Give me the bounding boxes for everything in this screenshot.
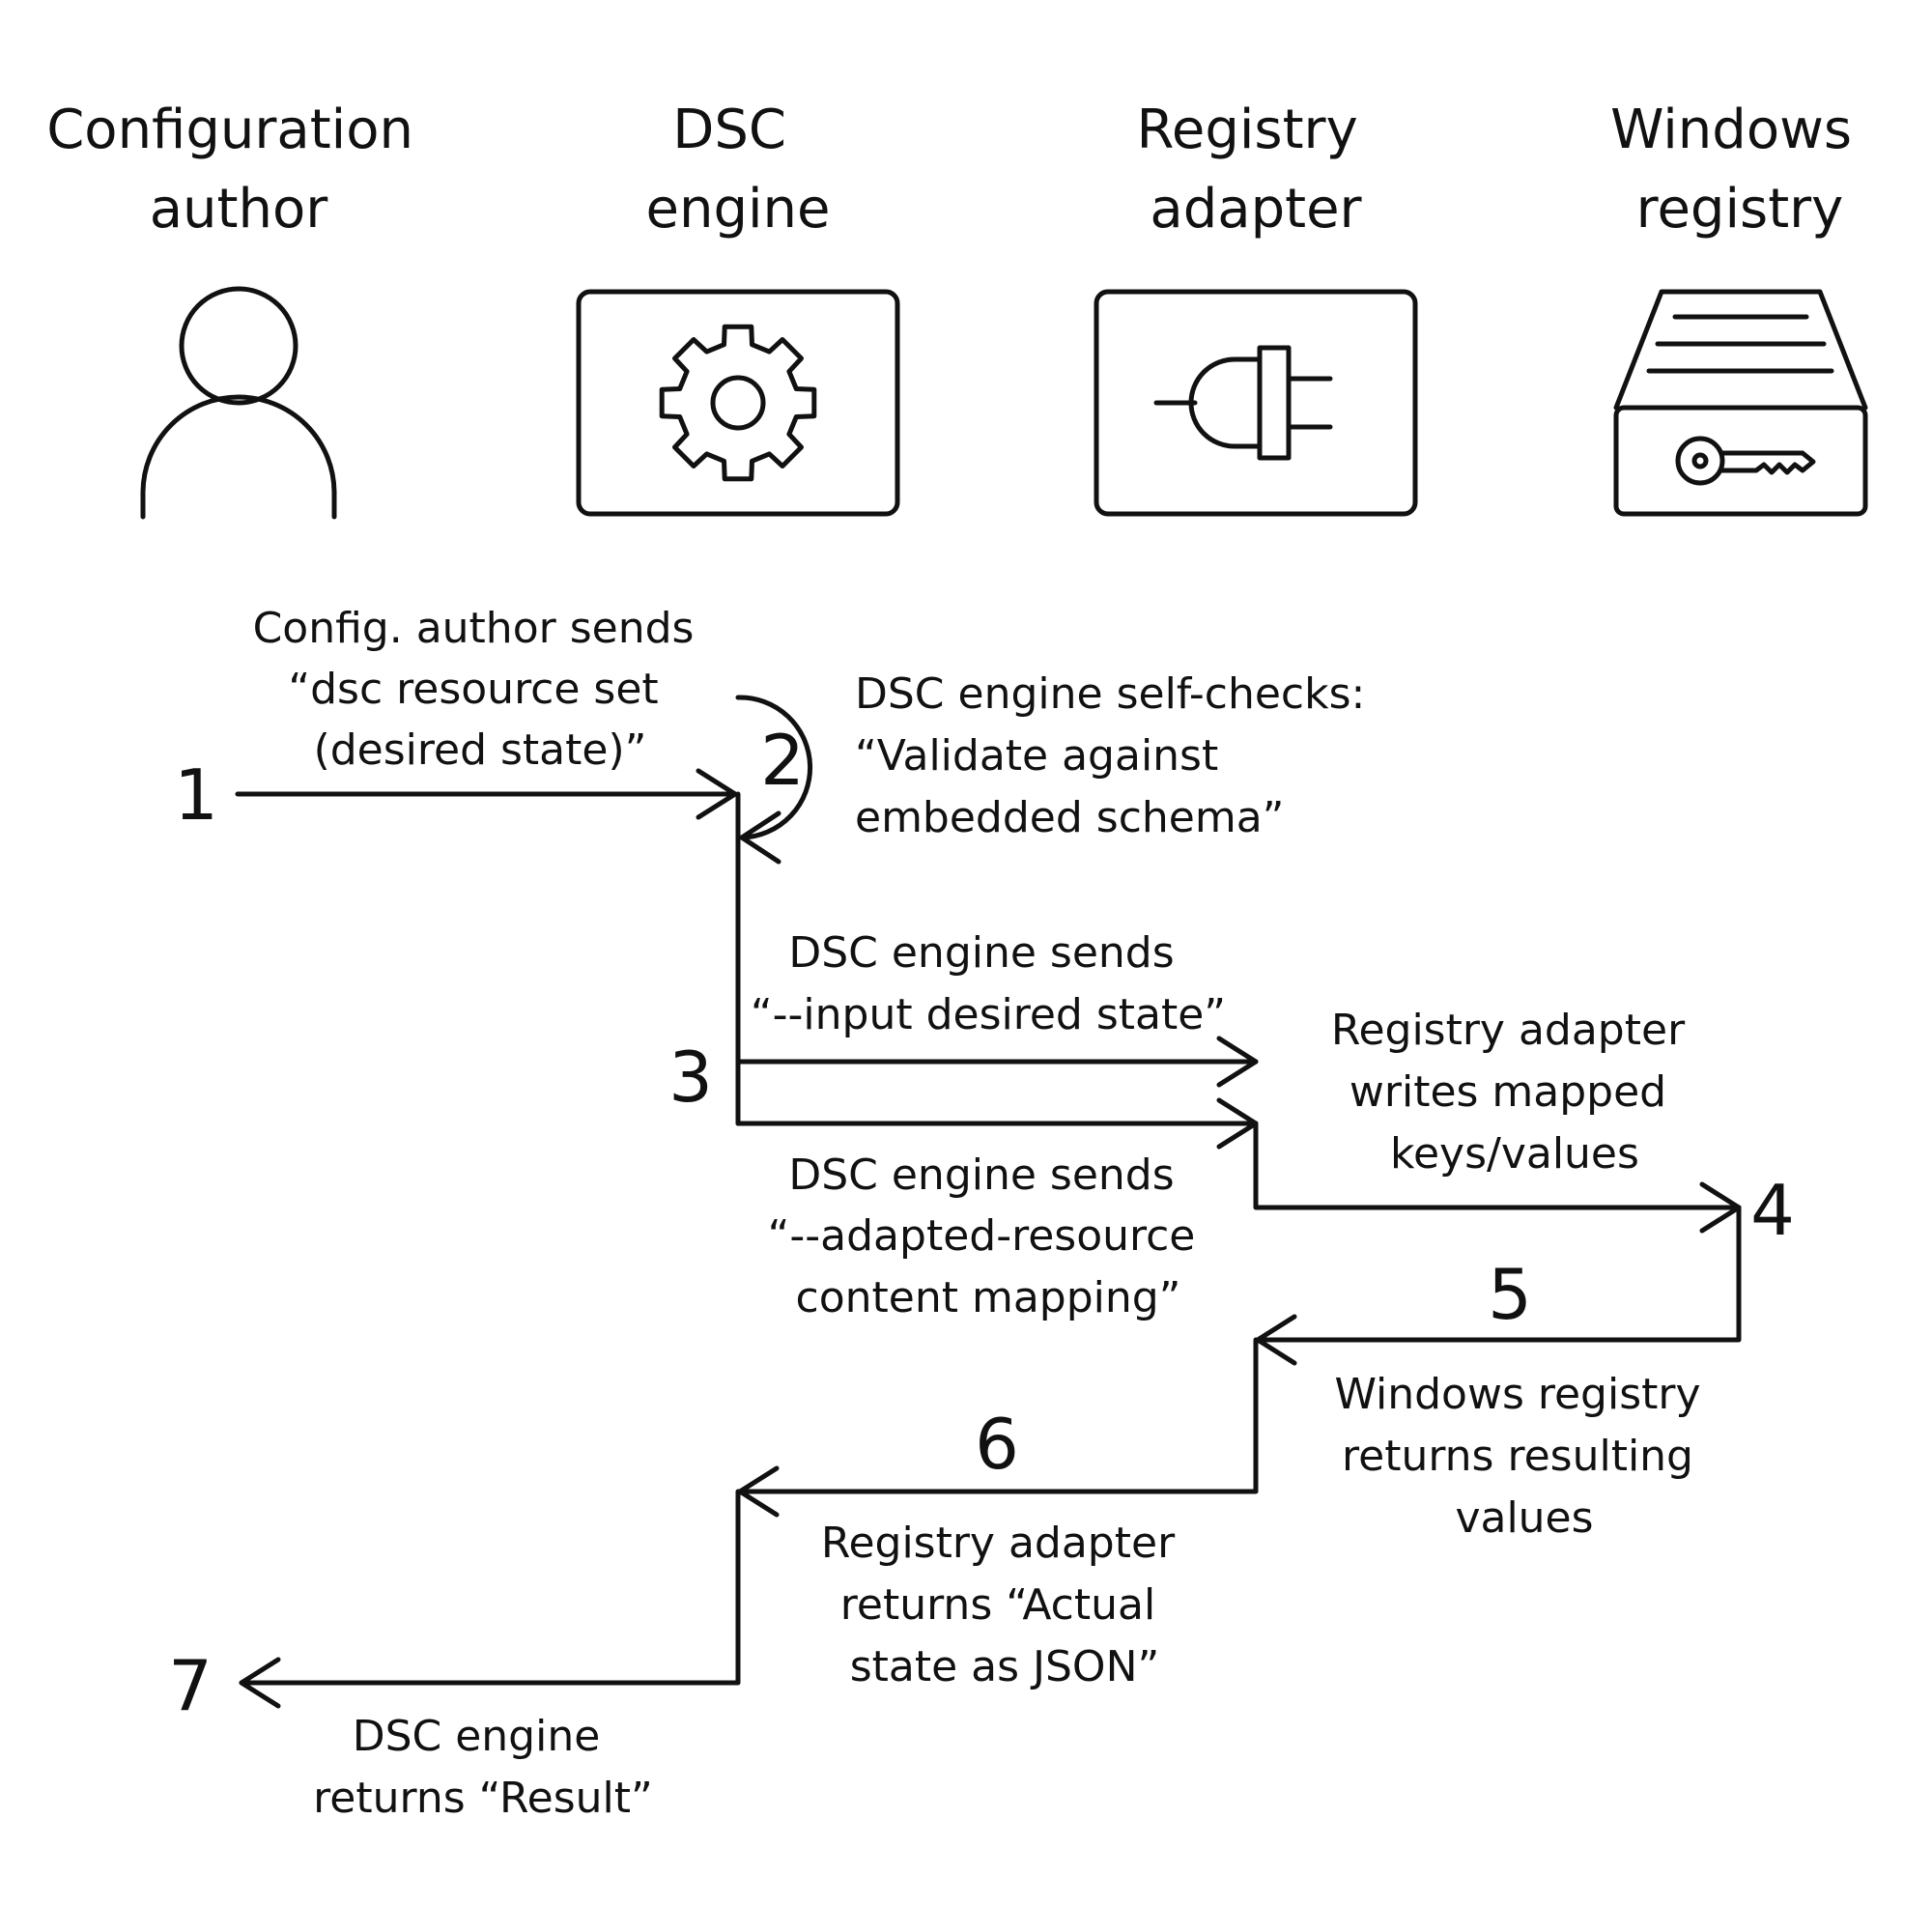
step-number-2: 2 [760,720,805,801]
step-3-input-label: DSC engine sends “--input desired state” [751,928,1226,1039]
registry-adapter-box [1094,289,1418,517]
step-number-4: 4 [1750,1170,1795,1251]
plug-icon [1153,345,1333,461]
actor-title-registry-adapter: Registry adapter [1136,99,1375,241]
step-2-label: DSC engine self-checks: “Validate agains… [855,669,1378,842]
step-number-6: 6 [975,1404,1019,1485]
step-number-1: 1 [174,754,218,836]
person-icon [140,286,337,520]
step-7-result-arrow [239,1489,741,1709]
step-6-label: Registry adapter returns “Actual state a… [821,1519,1188,1691]
actor-title-configuration-author: Configuration author [46,99,431,241]
gear-icon [659,324,817,482]
step-2-self-loop-arrow [735,695,813,865]
dsc-engine-box [576,289,900,517]
step-number-7: 7 [168,1645,213,1726]
step-number-5: 5 [1488,1254,1532,1335]
step-4-label: Registry adapter writes mapped keys/valu… [1331,1006,1698,1179]
step-7-label: DSC engine returns “Result” [313,1712,653,1823]
step-1-arrow [235,768,738,820]
registry-drawer-key-icon [1613,289,1868,517]
step-number-3: 3 [668,1037,713,1118]
actor-title-windows-registry: Windows registry [1610,99,1869,241]
step-1-label: Config. author sends “dsc resource set (… [253,604,708,775]
step-3-input-arrow [735,1036,1259,1088]
actor-title-dsc-engine: DSC engine [646,99,831,241]
step-3-mapping-label: DSC engine sends “--adapted-resource con… [768,1151,1209,1322]
step-5-label: Windows registry returns resulting value… [1334,1370,1714,1543]
step-3-mapping-arrow [735,1097,1259,1150]
